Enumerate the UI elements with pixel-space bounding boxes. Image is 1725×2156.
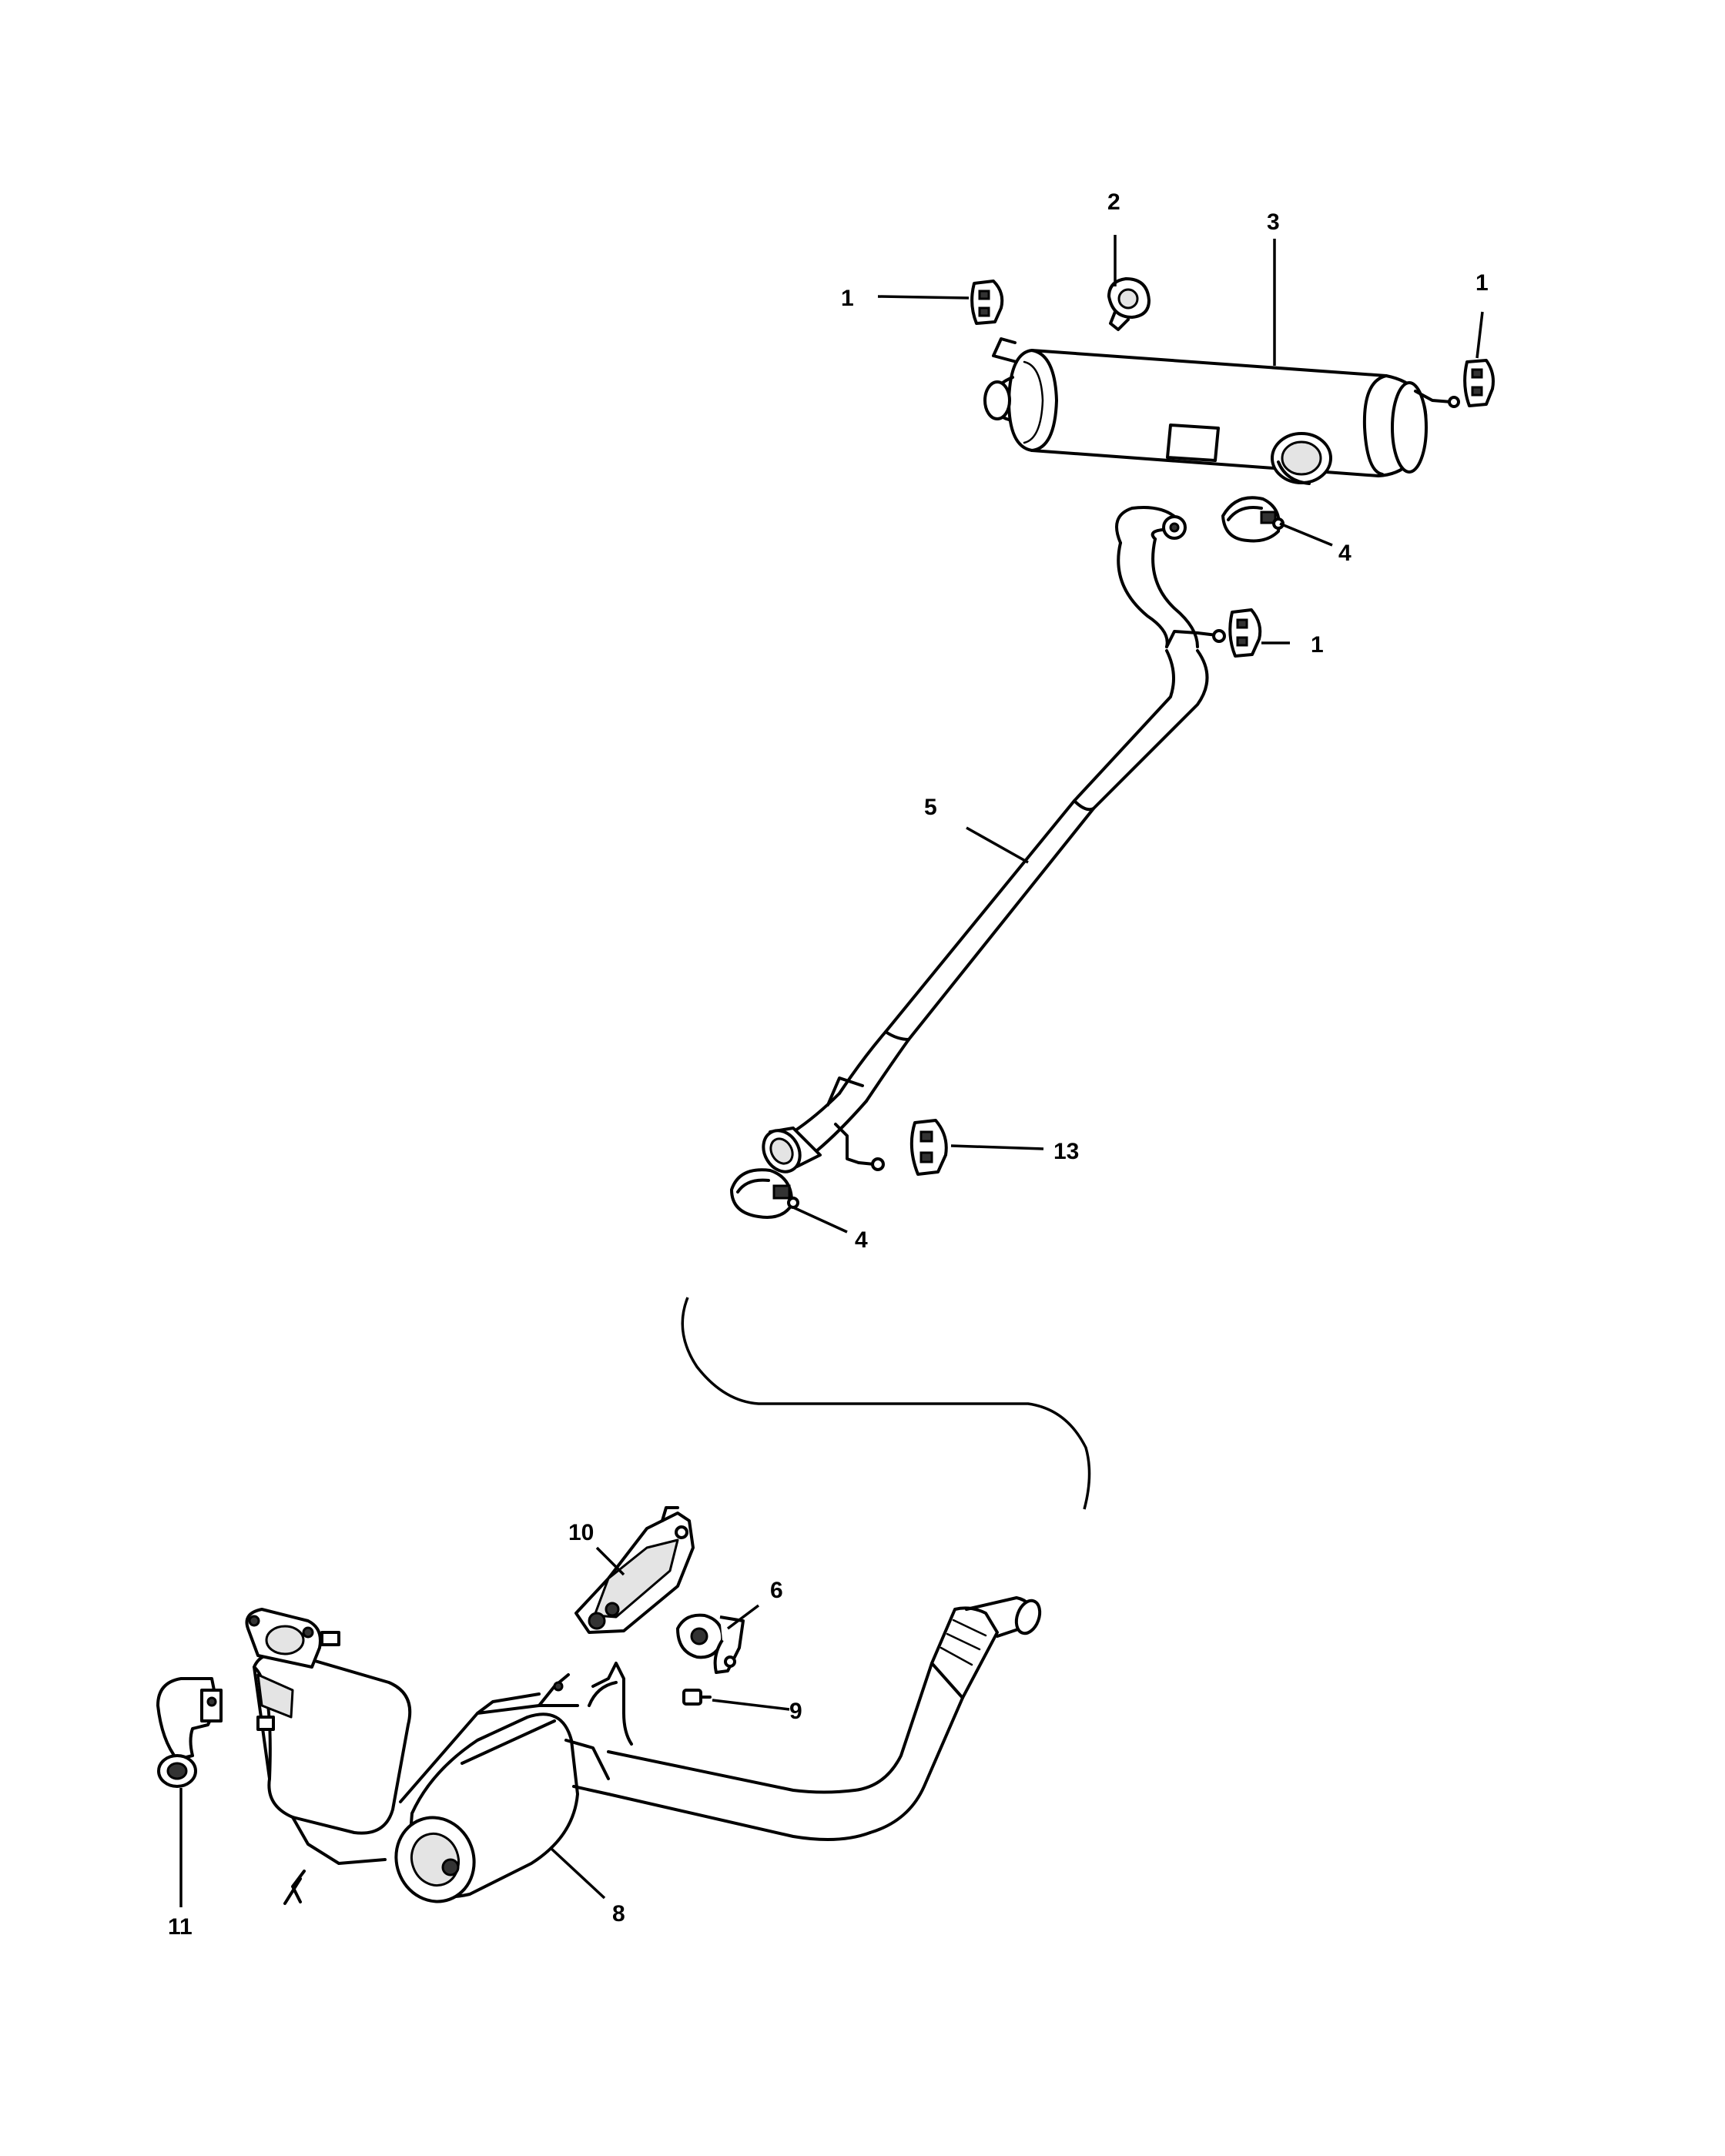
pipe-support [156,1677,223,1788]
muffler-support [1107,277,1151,331]
hanger-isolator [909,1119,948,1176]
callout-10: 10 [568,1520,594,1545]
callout-8: 8 [612,1901,625,1927]
section-break-curve [681,1297,1091,1510]
isolator-bracket [676,1613,745,1674]
callout-1-right-upper: 1 [1475,270,1489,296]
callout-11: 11 [168,1914,193,1940]
heat-shield-bracket [574,1506,695,1634]
exhaust-pipe-resonator [762,506,1226,1173]
muffler-tailpipe [983,337,1460,485]
callout-2: 2 [1107,189,1120,215]
callout-5: 5 [924,795,937,820]
callout-13: 13 [1053,1139,1079,1164]
exhaust-clamp-upper [1221,496,1285,543]
callout-9: 9 [789,1699,802,1724]
callout-4-lower: 4 [855,1227,868,1253]
callout-4-upper: 4 [1338,541,1352,566]
exhaust-hanger-isolator-2 [1463,359,1495,407]
bolt [682,1689,712,1706]
exhaust-clamp-lower [730,1168,799,1219]
callout-6: 6 [770,1578,783,1603]
callout-1-left-upper: 1 [841,286,854,311]
exhaust-hanger-isolator-1 [970,280,1004,325]
leader-lines [179,235,1484,1907]
callout-3: 3 [1267,209,1280,235]
exhaust-hanger-isolator-3 [1228,608,1262,658]
callout-1-middle: 1 [1311,632,1324,658]
catalytic-converter-assembly [245,1596,1042,1905]
callout-numbers: 1 2 3 1 4 1 5 13 4 10 6 9 8 11 [168,189,1489,1940]
